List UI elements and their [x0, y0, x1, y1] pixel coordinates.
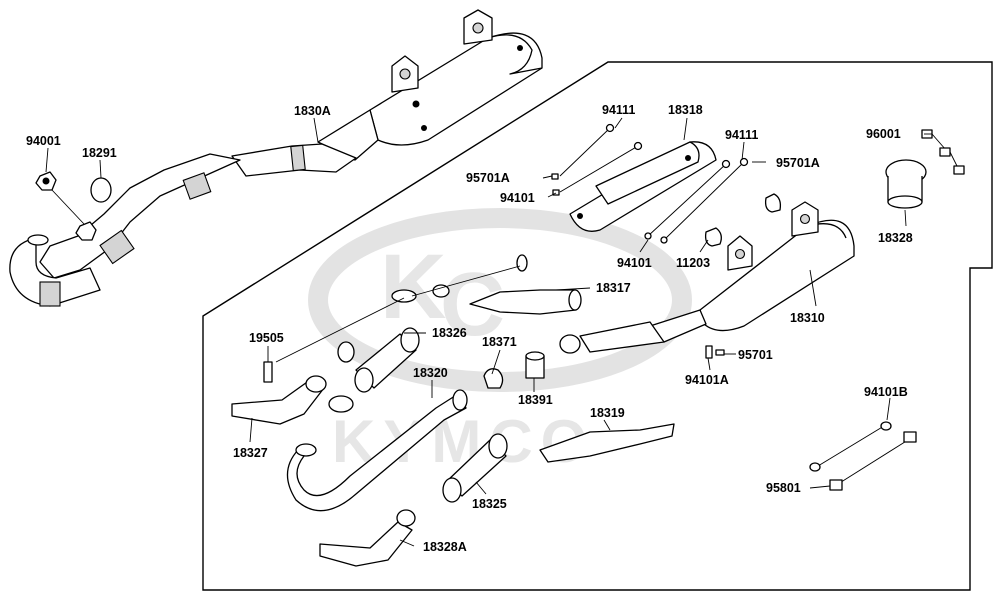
label-94101A: 94101A [685, 373, 729, 387]
leader-lines [45, 117, 932, 547]
label-94101-left: 94101 [500, 191, 535, 205]
assembly-frame [202, 61, 993, 591]
label-95701A-left: 95701A [466, 171, 510, 185]
label-95701: 95701 [738, 348, 773, 362]
label-18391: 18391 [518, 393, 553, 407]
label-96001: 96001 [866, 127, 901, 141]
label-18319: 18319 [590, 406, 625, 420]
pipe-18319 [539, 423, 675, 463]
label-1830A: 1830A [294, 104, 331, 118]
bolts-96001 [921, 129, 965, 175]
label-94001: 94001 [26, 134, 61, 148]
grommet-11203 [704, 227, 722, 247]
bolt-94101A [705, 345, 713, 359]
heat-shield-bolts [551, 123, 749, 244]
label-19505: 19505 [249, 331, 284, 345]
part-labels: 94001 18291 1830A 94111 18318 94111 9600… [26, 103, 913, 554]
label-18371: 18371 [482, 335, 517, 349]
spring-19505 [263, 361, 273, 383]
pipe-bend-18327 [231, 379, 325, 425]
label-94101B: 94101B [864, 385, 908, 399]
label-18327: 18327 [233, 446, 268, 460]
label-18328A: 18328A [423, 540, 467, 554]
label-11203: 11203 [676, 256, 710, 270]
end-cap-18328 [885, 159, 927, 209]
label-18318: 18318 [668, 103, 703, 117]
muffler-18310 [559, 201, 855, 354]
label-18326: 18326 [432, 326, 467, 340]
label-94111-left: 94111 [602, 103, 635, 117]
pipe-bend-18328A [319, 521, 413, 567]
label-18328: 18328 [878, 231, 913, 245]
clamp-18317 [432, 284, 450, 298]
label-18317: 18317 [596, 281, 631, 295]
label-95701A-right: 95701A [776, 156, 820, 170]
label-18325: 18325 [472, 497, 507, 511]
label-18291: 18291 [82, 146, 117, 160]
label-18320: 18320 [413, 366, 448, 380]
label-94101-bottom: 94101 [617, 256, 652, 270]
clamp-18371 [483, 368, 504, 389]
label-95801: 95801 [766, 481, 801, 495]
gasket-18291 [90, 177, 112, 203]
bolts-94101B-95801 [809, 421, 917, 491]
label-18310: 18310 [790, 311, 825, 325]
exhaust-assembly [9, 9, 543, 307]
label-94111-right: 94111 [725, 128, 758, 142]
nut-94001-b [75, 221, 97, 241]
